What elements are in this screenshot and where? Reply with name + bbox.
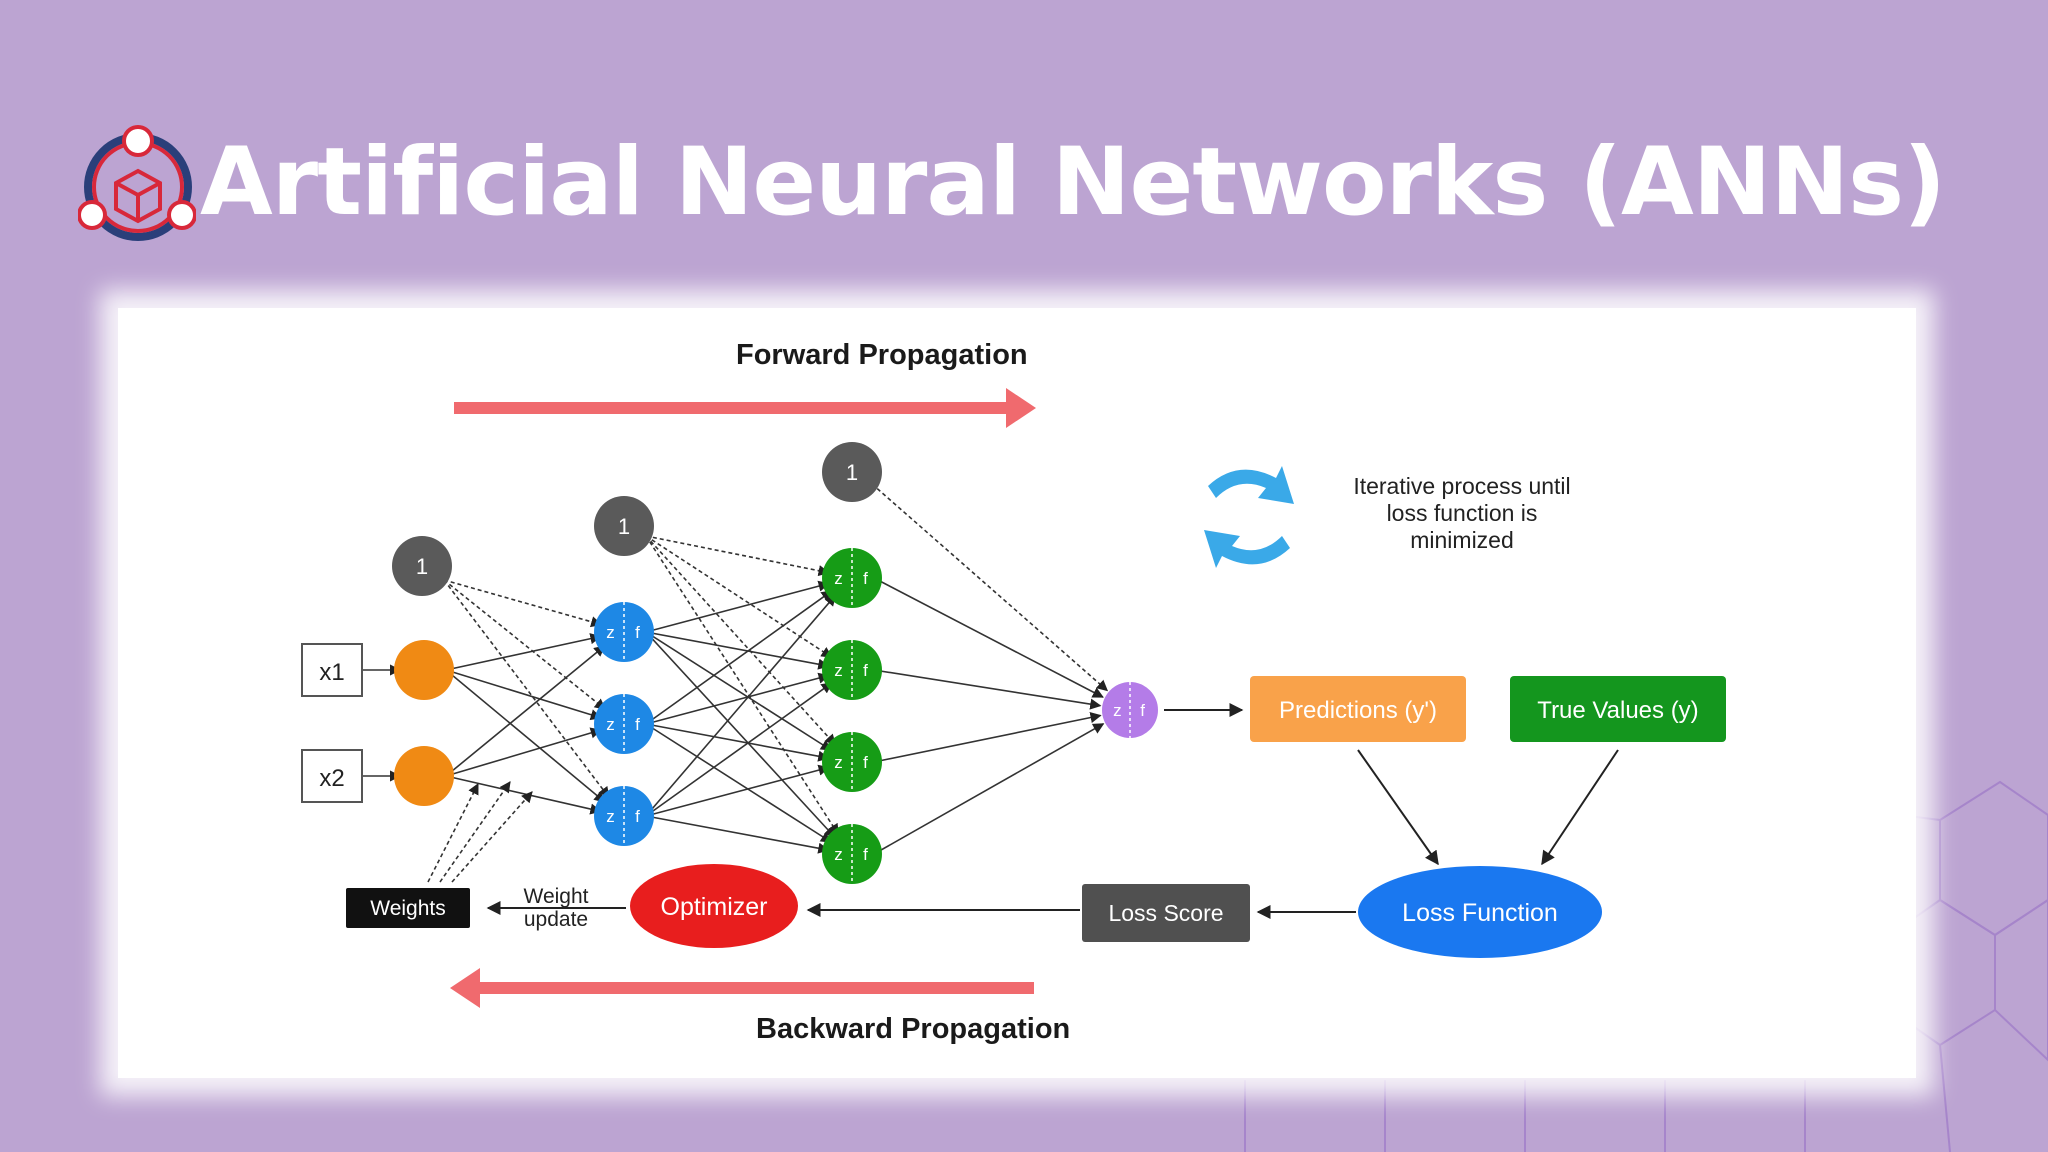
connection-hidden1-to-hidden2 [645, 594, 837, 817]
page-title: Artificial Neural Networks (ANNs) [200, 127, 1946, 237]
cycle-arrows-icon [1204, 466, 1294, 568]
optimizer-node [630, 864, 798, 948]
weights-update-arrow-2 [451, 791, 533, 883]
neuron-label-z: z [606, 807, 615, 826]
true-values-box [1510, 676, 1726, 742]
weights-box [346, 888, 470, 928]
bias-node-1 [392, 536, 452, 596]
neuron-label-z: z [834, 753, 843, 772]
connection-input-to-hidden1 [445, 727, 602, 777]
weights-label: Weights [370, 897, 445, 920]
connection-input-to-hidden1 [445, 669, 606, 803]
connection-hidden1-to-hidden2 [645, 580, 830, 633]
neuron-label-z: z [606, 623, 615, 642]
output-neuron [1102, 682, 1158, 738]
connection-input-to-hidden1 [445, 633, 602, 671]
connection-hidden1-to-hidden2 [645, 631, 833, 751]
input-neuron-1 [394, 640, 454, 700]
connection-hidden1-to-hidden2 [645, 631, 836, 839]
input-label-x1: x1 [319, 659, 344, 686]
connection-hidden1-to-hidden2 [645, 631, 830, 670]
input-box-x2 [301, 749, 363, 803]
neuron-label-z: z [834, 845, 843, 864]
weight-update-line2: update [524, 908, 588, 931]
neuron-label-z: z [834, 661, 843, 680]
connection-hidden1-to-hidden2 [645, 682, 833, 817]
loss-score-box [1082, 884, 1250, 942]
neuron-label-f: f [635, 807, 640, 826]
connection-hidden2-to-output [873, 577, 1104, 698]
connection-hidden2-to-output [873, 712, 1102, 763]
neuron-label-z: z [834, 569, 843, 588]
neural-brain-logo-icon [78, 125, 196, 241]
arrow-true-to-loss [1541, 749, 1619, 866]
ann-diagram: Forward Propagation Backward Propagation… [301, 339, 1726, 1045]
bias-connection-layer2 [645, 535, 833, 658]
connection-hidden1-to-hidden2 [645, 672, 830, 725]
connection-input-to-hidden1 [445, 775, 602, 815]
neuron-label-f: f [1140, 701, 1145, 720]
bias-connection-output [871, 483, 1109, 692]
connection-input-to-hidden1 [445, 669, 602, 721]
forward-propagation-label: Forward Propagation [736, 339, 1028, 371]
backward-propagation-label: Backward Propagation [756, 1013, 1070, 1045]
predictions-box [1250, 676, 1466, 742]
bias-connection-layer2 [645, 535, 830, 577]
iterative-text-line3: minimized [1410, 527, 1514, 553]
neuron-label-f: f [863, 569, 868, 588]
bias-connection-layer1 [443, 579, 610, 799]
input-box-x1 [301, 643, 363, 697]
bias-node-1-label: 1 [416, 554, 428, 579]
bias-node-2 [594, 496, 654, 556]
connection-hidden2-to-output [873, 723, 1105, 855]
neuron-label-f: f [863, 753, 868, 772]
weights-update-arrow-1 [439, 781, 511, 883]
connection-hidden1-to-hidden2 [645, 723, 830, 762]
connection-input-to-hidden1 [445, 645, 606, 777]
bias-connection-layer2 [645, 535, 839, 836]
title-row: Artificial Neural Networks (ANNs) [78, 122, 1946, 242]
loss-function-node [1358, 866, 1602, 958]
neuron-label-f: f [635, 623, 640, 642]
predictions-label: Predictions (y') [1279, 697, 1437, 724]
loss-score-label: Loss Score [1108, 900, 1223, 926]
neuron-label-f: f [863, 845, 868, 864]
neuron-label-z: z [606, 715, 615, 734]
bias-node-2-label: 1 [618, 514, 630, 539]
bias-connection-layer1 [443, 579, 603, 628]
optimizer-label: Optimizer [661, 893, 768, 921]
iterative-text-line1: Iterative process until [1353, 473, 1570, 499]
weight-update-line1: Weight [524, 885, 589, 908]
backward-arrow [450, 968, 1034, 1008]
network-connections [362, 483, 1109, 883]
bias-node-3-label: 1 [846, 460, 858, 485]
bias-connection-layer1 [443, 579, 606, 710]
input-label-x2: x2 [319, 765, 344, 792]
arrow-predictions-to-loss [1357, 749, 1439, 866]
forward-arrow [454, 388, 1036, 428]
connection-hidden1-to-hidden2 [645, 815, 830, 854]
weights-update-arrow-3 [427, 783, 479, 883]
bias-node-3 [822, 442, 882, 502]
bias-connection-layer2 [645, 535, 837, 746]
connection-hidden1-to-hidden2 [645, 764, 830, 817]
neuron-label-f: f [635, 715, 640, 734]
neuron-label-f: f [863, 661, 868, 680]
connection-hidden1-to-hidden2 [645, 723, 833, 843]
connection-hidden1-to-hidden2 [645, 590, 833, 725]
input-neuron-2 [394, 746, 454, 806]
iterative-text-line2: loss function is [1387, 500, 1538, 526]
neuron-label-z: z [1113, 701, 1122, 720]
loss-function-label: Loss Function [1402, 899, 1558, 927]
true-values-label: True Values (y) [1537, 697, 1698, 724]
connection-hidden2-to-output [873, 669, 1102, 710]
